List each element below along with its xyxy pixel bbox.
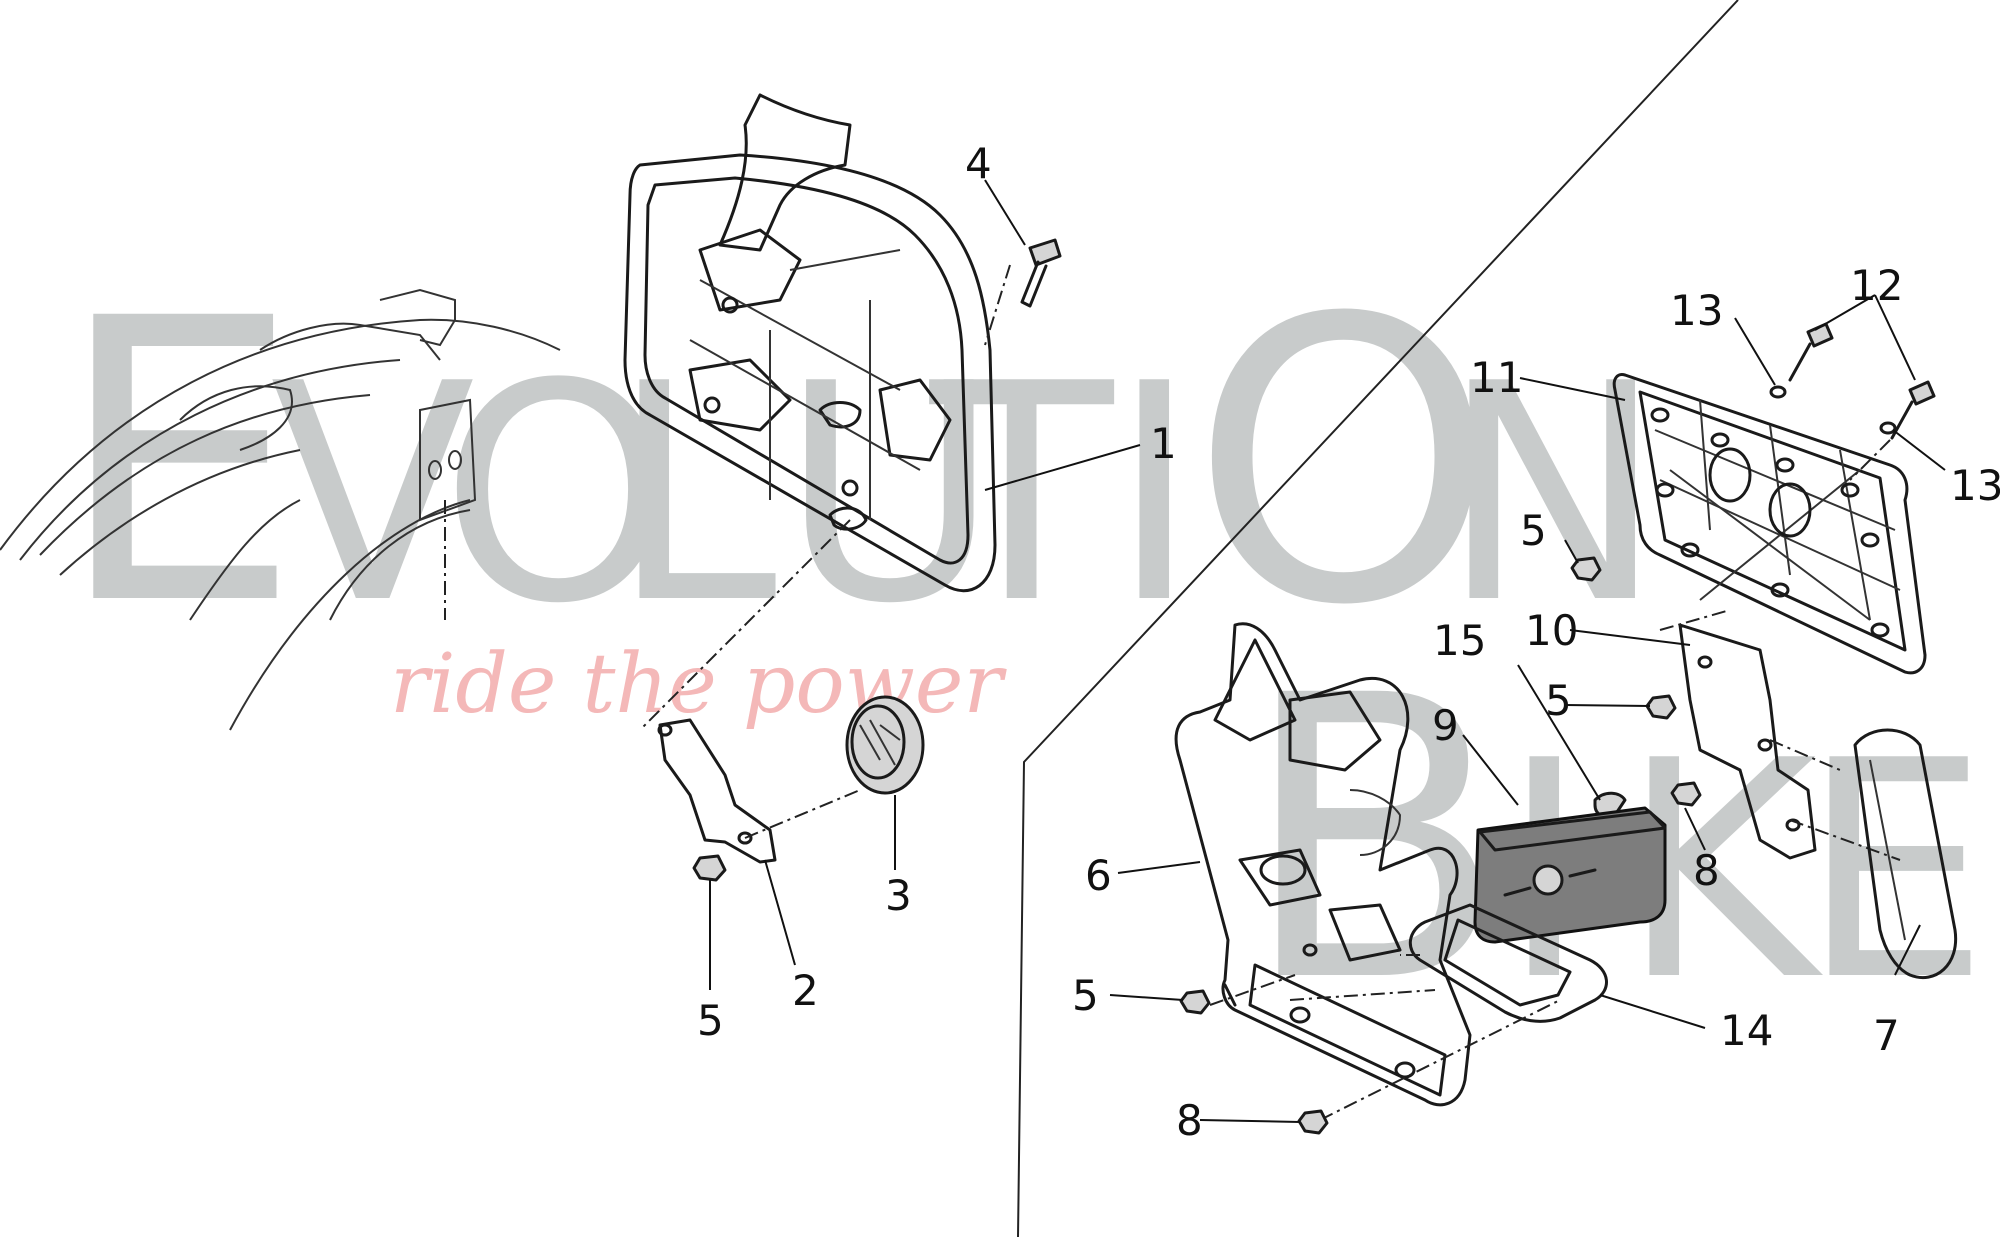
callout-2: 2 — [792, 966, 819, 1015]
watermark-letter: E — [1800, 697, 1990, 1046]
callout-5: 5 — [1545, 676, 1572, 725]
watermark-letter: N — [1440, 320, 1664, 669]
callout-14: 14 — [1720, 1006, 1773, 1055]
lower-holder — [1174, 622, 1561, 1121]
watermark-letter: T — [925, 320, 1117, 669]
callout-5: 5 — [1072, 971, 1099, 1020]
lens — [1853, 728, 1958, 980]
callout-15: 15 — [1433, 616, 1486, 665]
rear-fender — [0, 288, 561, 731]
bracket — [657, 718, 861, 864]
plate-screws — [1769, 322, 1936, 481]
callout-1: 1 — [1150, 419, 1177, 468]
callout-8: 8 — [1693, 846, 1720, 895]
callout-6: 6 — [1085, 851, 1112, 900]
watermark: E V O L U T I O N B I K E ride the power — [55, 236, 1990, 1067]
watermark-letter: E — [55, 236, 301, 690]
callout-13: 13 — [1950, 461, 2000, 510]
callout-5: 5 — [1520, 506, 1547, 555]
watermark-letter: L — [610, 320, 779, 669]
light-housing — [1473, 806, 1667, 944]
leader-lines — [709, 179, 1946, 1123]
callout-4: 4 — [965, 139, 992, 188]
watermark-letter: V — [270, 320, 476, 669]
nut — [692, 854, 727, 882]
callout-7: 7 — [1873, 1011, 1900, 1060]
watermark-letter: O — [440, 320, 676, 669]
screw — [1020, 238, 1062, 308]
light-bracket — [1659, 609, 1901, 861]
watermark-letter: B — [1240, 613, 1508, 1067]
callout-labels: 1 2 3 4 5 5 5 5 6 7 8 8 9 10 11 12 13 13… — [697, 139, 2000, 1145]
callout-8: 8 — [1176, 1096, 1203, 1145]
callout-9: 9 — [1432, 701, 1459, 750]
callout-13: 13 — [1670, 286, 1723, 335]
plate-holder — [623, 93, 1011, 731]
callout-12: 12 — [1850, 261, 1903, 310]
nuts-right — [1179, 556, 1702, 1135]
section-divider-line — [1017, 0, 1739, 1237]
callout-11: 11 — [1470, 353, 1523, 402]
callout-3: 3 — [885, 871, 912, 920]
callout-5: 5 — [697, 996, 724, 1045]
plate-backing — [1612, 373, 1927, 675]
callout-10: 10 — [1525, 606, 1578, 655]
reflector — [845, 695, 925, 795]
gasket — [1400, 903, 1608, 1023]
watermark-letter: I — [1110, 320, 1198, 669]
